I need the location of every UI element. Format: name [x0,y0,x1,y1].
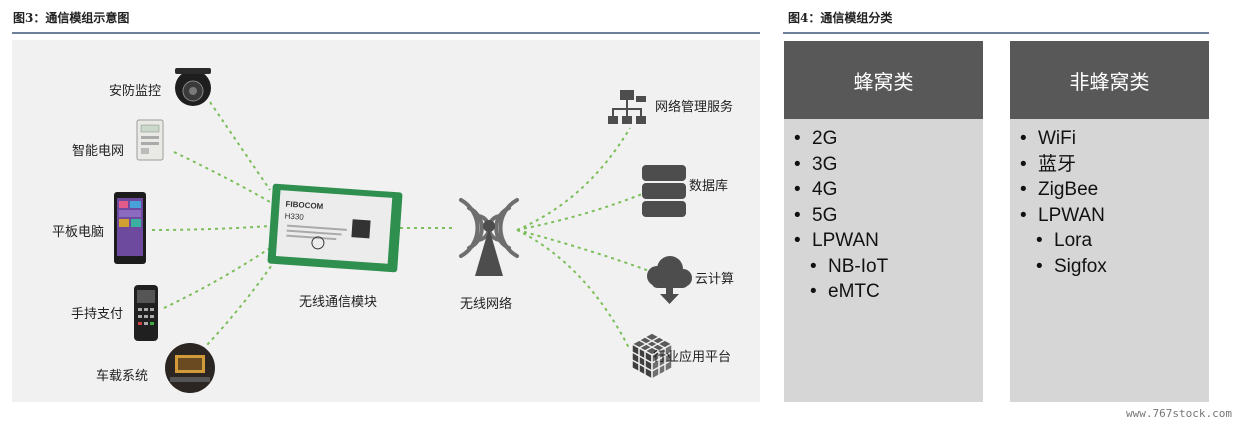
watermark: www.767stock.com [1126,407,1232,420]
device-label-smart-grid: 智能电网 [72,144,125,159]
list-item: 蓝牙 [1020,152,1209,178]
figure4-caption: 图4：通信模组分类 [788,11,893,25]
smart-meter-icon [136,119,164,161]
device-label-payment: 手持支付 [71,307,124,322]
connector-meter [173,151,271,203]
connector-camera [209,101,271,191]
chip-brand-text: FIBOCOM [285,200,324,212]
list-item: WiFi [1020,126,1209,152]
connector-payment [163,247,271,309]
list-item: 4G [794,177,983,203]
list-item: 2G [794,126,983,152]
module-label: 无线通信模块 [299,295,378,310]
connector-lines [151,101,653,366]
list-subitem: NB-IoT [810,254,983,280]
non-cellular-category-title: 非蜂窝类 [1010,41,1209,119]
device-label-security: 安防监控 [109,84,162,99]
database-icon [642,165,686,217]
list-item: LPWAN [794,228,983,254]
cellular-item-list: 2G 3G 4G 5G LPWAN NB-IoT eMTC [784,119,983,305]
list-subitem: Lora [1036,228,1209,254]
diagram-canvas: FIBOCOM H330 [114,68,692,393]
connector-netmgmt [516,127,631,231]
figure4-divider [783,32,1209,34]
payment-terminal-icon [134,285,158,341]
cellular-category-card: 蜂窝类 2G 3G 4G 5G LPWAN NB-IoT eMTC [784,41,983,402]
service-label-platform: 行业应用平台 [653,350,732,365]
cellular-category-title: 蜂窝类 [784,41,983,119]
security-camera-icon [175,68,211,106]
list-subitem: Sigfox [1036,254,1209,280]
car-dashboard-icon [165,343,215,393]
wireless-tower-icon [459,198,519,276]
list-item: 3G [794,152,983,178]
tablet-icon [114,192,146,264]
connector-tablet [151,225,271,231]
service-label-netmgmt: 网络管理服务 [655,100,734,115]
list-item: ZigBee [1020,177,1209,203]
network-label: 无线网络 [460,297,513,312]
device-label-tablet: 平板电脑 [52,225,105,240]
network-hierarchy-icon [608,90,646,124]
non-cellular-category-card: 非蜂窝类 WiFi 蓝牙 ZigBee LPWAN Lora Sigfox [1010,41,1209,402]
service-label-database: 数据库 [689,179,729,194]
cube-icon [630,332,674,381]
figure3-divider [12,32,760,34]
connector-cloud [516,229,653,273]
module-diagram: FIBOCOM H330 [12,40,760,402]
connector-platform [516,229,631,351]
non-cellular-item-list: WiFi 蓝牙 ZigBee LPWAN Lora Sigfox [1010,119,1209,279]
cloud-download-icon [647,256,692,304]
module-chip-icon: FIBOCOM H330 [267,183,403,273]
list-subitem: eMTC [810,279,983,305]
device-label-car: 车载系统 [96,369,149,384]
figure3-caption: 图3：通信模组示意图 [13,11,130,25]
chip-model-text: H330 [284,211,304,221]
connector-database [516,189,653,231]
list-item: 5G [794,203,983,229]
list-item: LPWAN [1020,203,1209,229]
service-label-cloud: 云计算 [695,272,735,287]
